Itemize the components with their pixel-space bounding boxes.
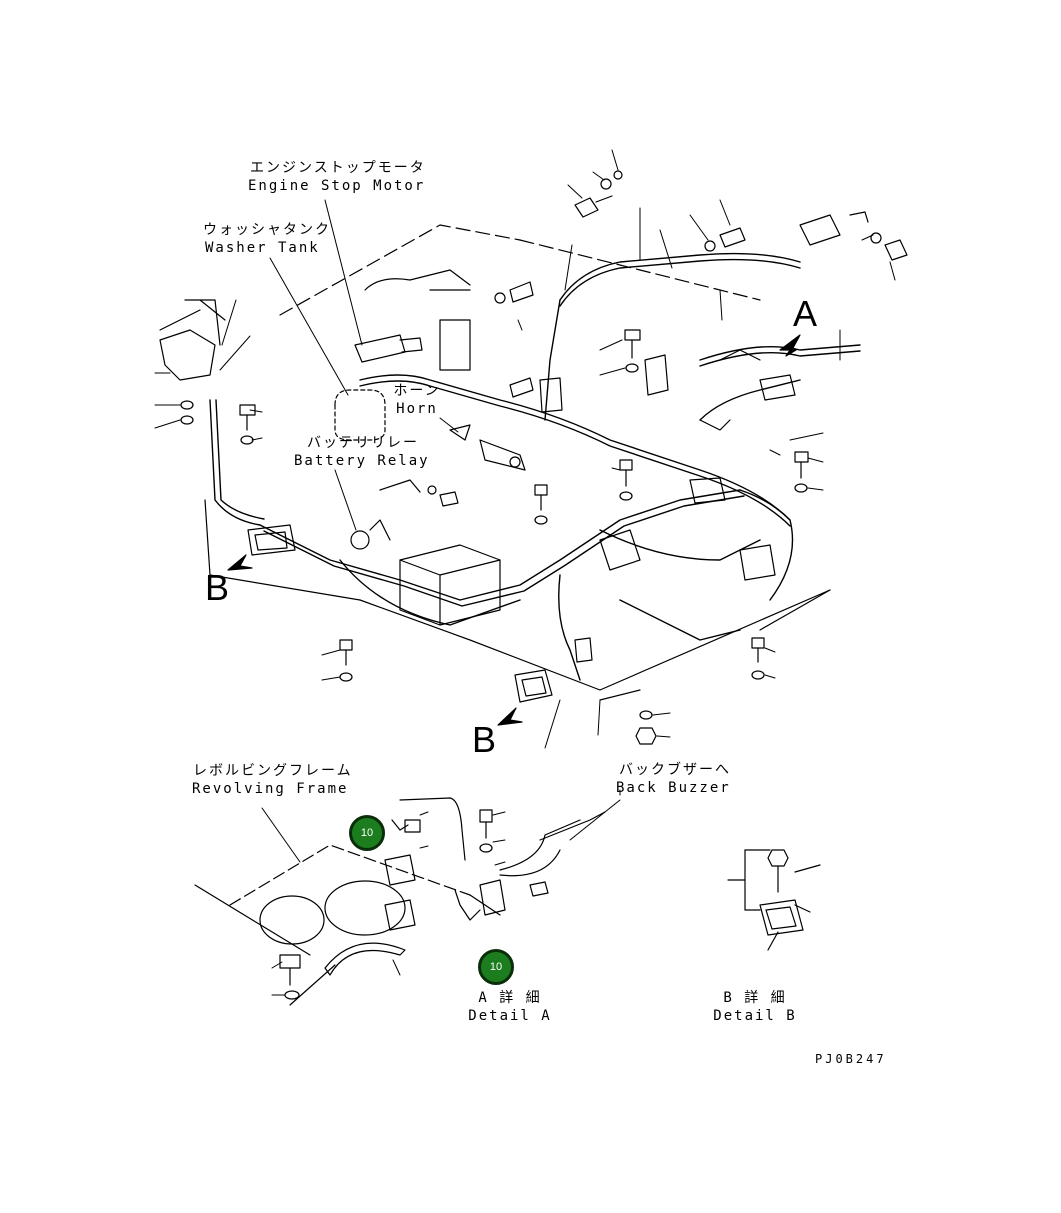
engine-stop-motor-part — [354, 269, 471, 371]
detail-a-leaders — [261, 789, 621, 996]
washer-tank-label-en: Washer Tank — [205, 240, 320, 256]
view-letter-a: A — [793, 293, 818, 334]
detail-b-drawing — [727, 849, 821, 951]
frame-outline — [159, 224, 831, 701]
detail-b-label-en: Detail B — [713, 1008, 797, 1024]
detail-b-label-jp: B 詳 細 — [723, 990, 787, 1006]
left-bracket-part — [159, 299, 226, 381]
horn-label-en: Horn — [396, 401, 438, 417]
washer-tank-label-jp: ウォッシャタンク — [203, 222, 331, 238]
revolving-frame-label-jp: レボルビングフレーム — [193, 763, 353, 779]
drawing-code: PJ0B247 — [815, 1052, 887, 1066]
engine-stop-motor-label-en: Engine Stop Motor — [248, 178, 426, 194]
right-harness-clips — [699, 211, 869, 581]
connector-b-bottom-part — [514, 669, 553, 703]
callout-marker[interactable]: 10 — [349, 815, 385, 851]
washer-tank-part — [334, 389, 386, 441]
revolving-frame-label-en: Revolving Frame — [192, 781, 349, 797]
detail-a-label-en: Detail A — [468, 1008, 552, 1024]
fasteners — [180, 170, 908, 745]
horn-label-jp: ホーン — [393, 383, 441, 399]
back-buzzer-label-en: Back Buzzer — [616, 780, 731, 796]
horn-part — [449, 424, 526, 471]
detail-a-drawing — [194, 797, 606, 1006]
battery-relay-label-en: Battery Relay — [294, 453, 430, 469]
leader-lines — [154, 149, 896, 749]
detail-a-label-jp: A 詳 細 — [478, 990, 542, 1006]
view-letter-b-bottom: B — [472, 719, 497, 760]
clamp-parts — [539, 354, 726, 663]
view-arrows — [227, 334, 801, 726]
back-buzzer-label-jp: バックブザーへ — [619, 762, 731, 778]
battery-box-part — [399, 544, 501, 626]
callout-marker[interactable]: 10 — [478, 949, 514, 985]
view-letter-b-left: B — [205, 567, 230, 608]
battery-relay-part — [350, 479, 421, 550]
connector-b-left-part — [247, 524, 296, 556]
battery-relay-label-jp: バッテリリレー — [307, 435, 419, 451]
engine-stop-motor-label-jp: エンジンストップモータ — [250, 160, 426, 176]
